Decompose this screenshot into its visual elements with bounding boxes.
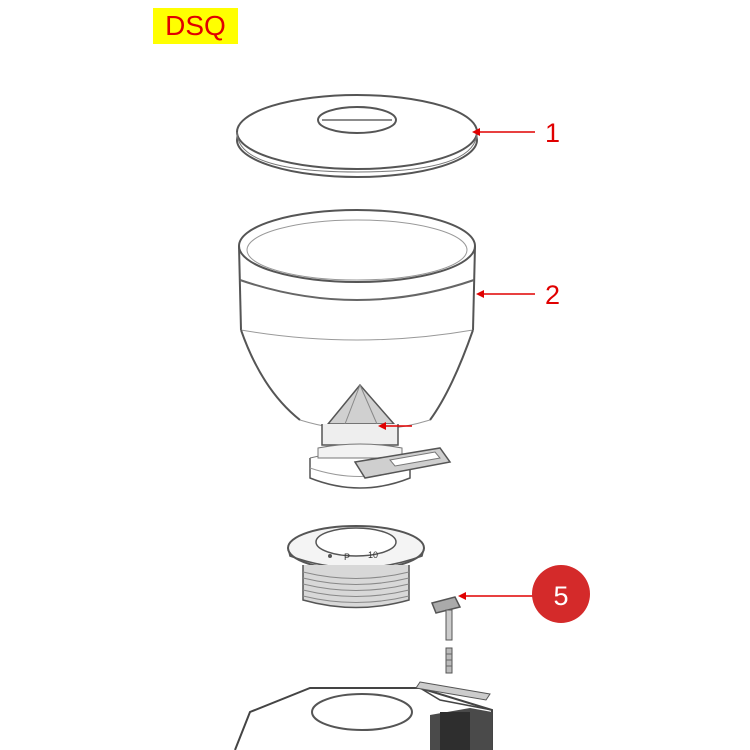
dial-mark-10: 10: [368, 550, 378, 560]
callout-label-2: 2: [545, 280, 560, 310]
callout-label-1: 1: [545, 118, 560, 148]
dsq-tag: DSQ: [153, 8, 238, 44]
grinder-base: [234, 681, 493, 750]
throat-adapter: P 10: [287, 525, 425, 609]
callout-leader-1: [472, 128, 535, 136]
callout-leader-inner: [378, 422, 412, 430]
callout-leader-5: [458, 592, 535, 600]
callout-circle-5: [532, 565, 590, 623]
hopper-lid: [236, 94, 478, 178]
callout-label-5: 5: [553, 581, 568, 611]
bean-hopper: [238, 209, 476, 489]
dial-mark-p: P: [344, 552, 350, 562]
locking-pin: [430, 596, 462, 674]
callout-leader-2: [476, 290, 535, 298]
